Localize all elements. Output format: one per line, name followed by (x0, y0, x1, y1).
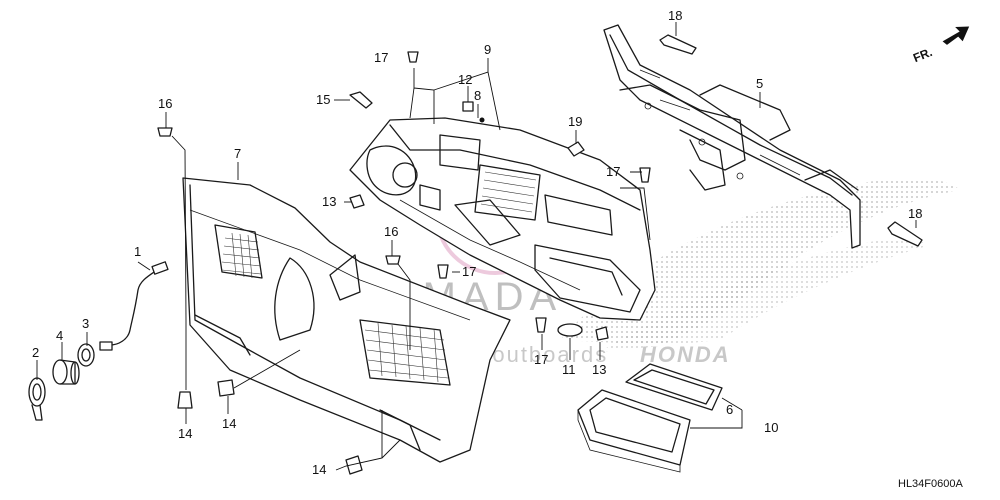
callout-18-right: 18 (908, 206, 922, 221)
callout-14-bottom: 14 (312, 462, 326, 477)
callout-19: 19 (568, 114, 582, 129)
part-2-cap (28, 377, 46, 421)
front-direction-arrow: FR. (911, 26, 970, 65)
leader-lines (36, 22, 917, 471)
diagram-code: HL34F0600A (898, 478, 963, 490)
callout-4: 4 (56, 328, 63, 343)
callout-18-top: 18 (668, 8, 682, 23)
callout-8: 8 (474, 88, 481, 103)
fasteners (157, 34, 923, 475)
callout-9: 9 (484, 42, 491, 57)
part-10-grille (577, 389, 691, 473)
callout-17-mid: 17 (462, 264, 476, 279)
part-7-lower-panel (182, 177, 511, 463)
fr-label: FR. (911, 45, 934, 65)
part-5-frame (603, 24, 861, 249)
part-1-harness (99, 261, 169, 351)
callout-15: 15 (316, 92, 330, 107)
callout-1: 1 (134, 244, 141, 259)
callout-13-left: 13 (322, 194, 336, 209)
callout-5: 5 (756, 76, 763, 91)
callout-labels: 1 2 3 4 5 6 7 8 9 10 11 12 13 13 14 14 1… (32, 8, 922, 477)
callout-13-lower: 13 (592, 362, 606, 377)
part-4-socket (52, 359, 80, 385)
callout-2: 2 (32, 345, 39, 360)
part-6-frame-seal (625, 363, 723, 411)
callout-7: 7 (234, 146, 241, 161)
callout-17-right: 17 (606, 164, 620, 179)
callout-16-mid: 16 (384, 224, 398, 239)
callout-14-left: 14 (178, 426, 192, 441)
part-9-dash-panel (349, 117, 656, 321)
callout-11: 11 (562, 362, 576, 377)
callout-3: 3 (82, 316, 89, 331)
callout-6: 6 (726, 402, 733, 417)
callout-17-top: 17 (374, 50, 388, 65)
callout-12: 12 (458, 72, 472, 87)
part-3-ring (77, 343, 95, 367)
callout-17-lower: 17 (534, 352, 548, 367)
callout-10: 10 (764, 420, 778, 435)
watermark-honda: HONDA (640, 342, 731, 367)
callout-14-mid: 14 (222, 416, 236, 431)
callout-16-left: 16 (158, 96, 172, 111)
